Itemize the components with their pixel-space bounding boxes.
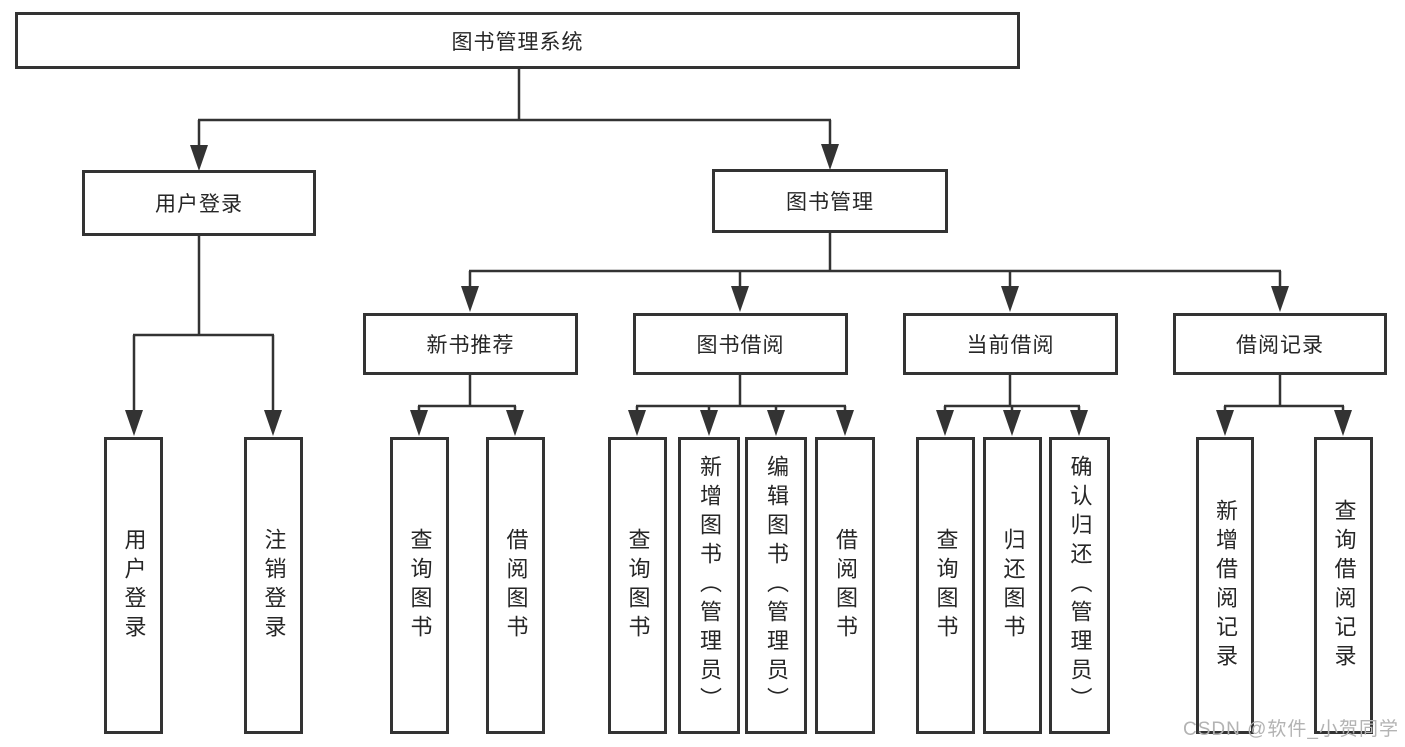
node-label: 查询图书 — [407, 527, 433, 644]
arrowheads — [125, 144, 1352, 436]
node-label: 注销登录 — [261, 527, 287, 644]
node-label: 用户登录 — [155, 193, 243, 216]
csdn-watermark: CSDN @软件_小贺同学 — [1183, 719, 1399, 740]
node-label: 图书管理 — [786, 191, 874, 214]
node-label: 归还图书 — [1000, 527, 1026, 644]
node-label: 查询借阅记录 — [1331, 498, 1357, 673]
node-label: 新增借阅记录 — [1213, 498, 1238, 673]
leaf-confirm-return-admin: 确认归还（管理员） — [1049, 437, 1110, 734]
leaf-borrow-books-recommend: 借阅图书 — [486, 437, 545, 734]
node-user-login: 用户登录 — [82, 170, 316, 236]
node-label: 查询图书 — [933, 527, 959, 644]
leaf-query-books-recommend: 查询图书 — [390, 437, 449, 734]
node-label: 新增图书（管理员） — [697, 455, 722, 716]
leaf-edit-book-admin: 编辑图书（管理员） — [745, 437, 807, 734]
node-label: 当前借阅 — [966, 334, 1055, 357]
node-library-management-system: 图书管理系统 — [15, 12, 1020, 69]
leaf-query-borrow-record: 查询借阅记录 — [1314, 437, 1373, 734]
node-book-management: 图书管理 — [712, 169, 948, 233]
node-label: 确认归还（管理员） — [1067, 455, 1093, 716]
node-label: 借阅图书 — [833, 527, 858, 644]
node-label: 编辑图书（管理员） — [764, 455, 789, 716]
leaf-user-login: 用户登录 — [104, 437, 163, 734]
leaf-logout: 注销登录 — [244, 437, 303, 734]
node-label: 新书推荐 — [426, 334, 515, 357]
node-label: 借阅图书 — [503, 527, 529, 644]
node-label: 图书借阅 — [696, 334, 785, 357]
node-current-borrowing: 当前借阅 — [903, 313, 1118, 375]
leaf-add-book-admin: 新增图书（管理员） — [678, 437, 740, 734]
leaf-borrow-books: 借阅图书 — [815, 437, 875, 734]
leaf-return-books: 归还图书 — [983, 437, 1042, 734]
leaf-add-borrow-record: 新增借阅记录 — [1196, 437, 1254, 734]
leaf-query-books-current: 查询图书 — [916, 437, 975, 734]
leaf-query-books-borrowing: 查询图书 — [608, 437, 667, 734]
node-book-borrowing: 图书借阅 — [633, 313, 848, 375]
node-label: 借阅记录 — [1236, 334, 1324, 357]
node-new-book-recommendation: 新书推荐 — [363, 313, 578, 375]
node-label: 用户登录 — [121, 527, 147, 644]
node-label: 图书管理系统 — [451, 30, 584, 54]
node-label: 查询图书 — [625, 527, 651, 644]
node-borrowing-records: 借阅记录 — [1173, 313, 1387, 375]
